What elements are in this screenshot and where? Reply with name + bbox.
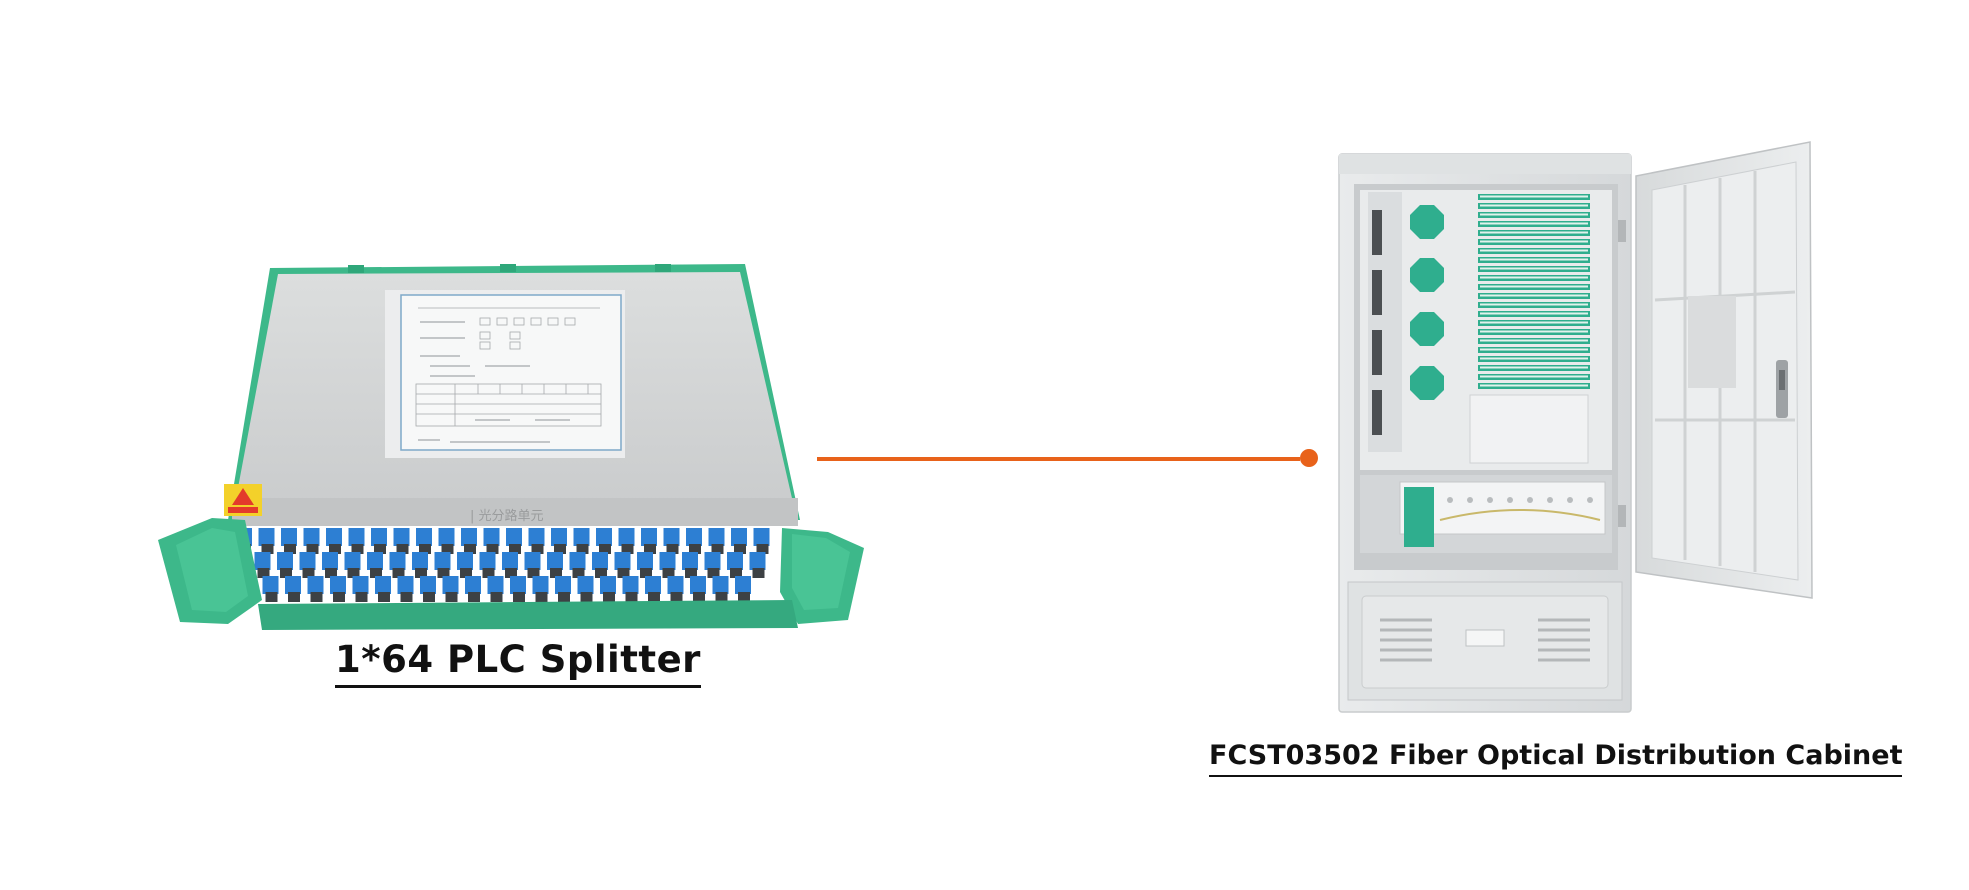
distribution-cabinet-image: [1338, 141, 1813, 713]
specification-label: [385, 290, 625, 458]
patch-panel-rows: [1478, 194, 1590, 389]
plc-splitter-image: | 光分路单元: [158, 264, 864, 630]
connector-line: [817, 449, 1318, 467]
cabinet-caption: FCST03502 Fiber Optical Distribution Cab…: [1209, 740, 1903, 777]
sc-adapter-array: [232, 528, 770, 602]
splitter-caption: 1*64 PLC Splitter: [335, 638, 701, 688]
warning-sticker: [224, 484, 262, 516]
svg-text:| 光分路单元: | 光分路单元: [470, 508, 544, 524]
